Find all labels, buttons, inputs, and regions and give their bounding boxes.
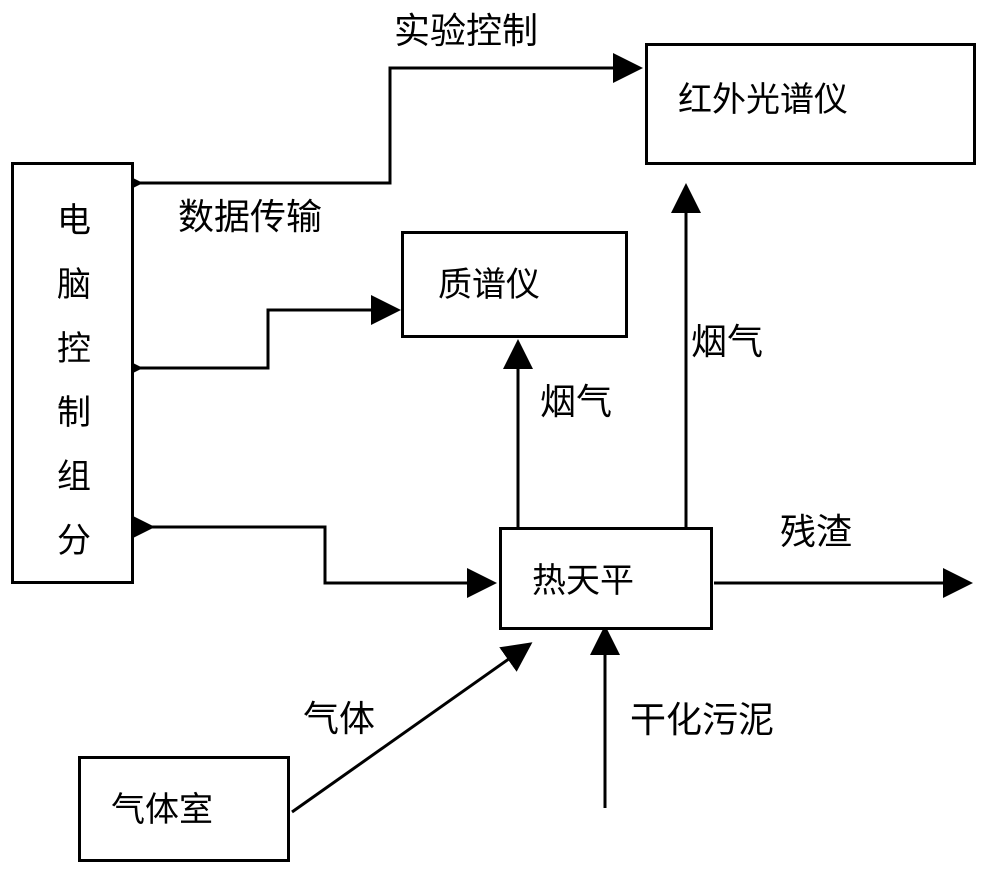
ir-spectrometer-box: 红外光谱仪 [645, 43, 976, 165]
computer-label: 电 脑 控 制 组 分 [57, 201, 91, 561]
label-flue-gas-ms: 烟气 [540, 382, 613, 423]
thermobalance-box: 热天平 [499, 527, 713, 630]
connector-computer-ms [113, 295, 401, 383]
thermobalance-label: 热天平 [532, 561, 634, 601]
mass-spectrometer-label: 质谱仪 [438, 265, 540, 305]
label-residue: 残渣 [780, 512, 853, 553]
label-dried-sludge: 干化污泥 [630, 700, 775, 741]
mass-spectrometer-box: 质谱仪 [401, 231, 628, 338]
label-data-transfer: 数据传输 [178, 197, 323, 238]
label-experiment-control: 实验控制 [394, 11, 539, 52]
label-flue-gas-ir: 烟气 [691, 322, 764, 363]
label-gas: 气体 [303, 699, 376, 740]
computer-box: 电 脑 控 制 组 分 [11, 162, 134, 584]
gas-chamber-label: 气体室 [111, 790, 213, 830]
arrow-gas [291, 642, 533, 814]
gas-chamber-box: 气体室 [78, 756, 290, 862]
connector-computer-tga [125, 512, 497, 598]
connector-computer-ir [113, 53, 643, 198]
ir-spectrometer-label: 红外光谱仪 [678, 80, 848, 120]
